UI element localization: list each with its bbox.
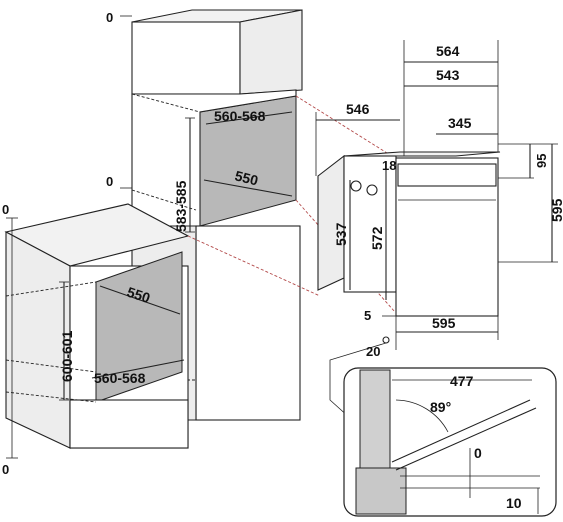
label-door-gap-bottom: 10	[506, 495, 522, 511]
label-door-open-depth: 477	[450, 373, 474, 389]
oven-guide-lines	[187, 95, 396, 313]
column-guide-2	[131, 189, 197, 211]
column-niche-width-dim	[205, 111, 293, 125]
label-under-niche-depth: 550	[125, 284, 152, 307]
oven-vent-hole-2	[366, 184, 378, 196]
column-upper-side	[239, 9, 303, 95]
under-guide-1	[5, 281, 97, 297]
oven-top	[343, 151, 501, 157]
label-oven-body-depth: 543	[436, 67, 460, 83]
label-oven-total-depth: 564	[436, 43, 460, 59]
label-oven-back-depth: 345	[448, 115, 472, 131]
label-column-mid-zero: 0	[106, 174, 113, 189]
column-niche-depth-dim	[203, 179, 293, 197]
inset-door-upper	[391, 399, 531, 463]
under-plinth	[69, 399, 189, 449]
detail-marker	[382, 336, 390, 344]
door-detail-inset	[343, 367, 557, 517]
label-oven-front-height: 572	[369, 226, 385, 250]
oven-control-panel	[397, 163, 497, 187]
label-door-angle: 89°	[430, 399, 451, 415]
detail-leader	[329, 342, 387, 419]
under-niche-width-dim	[91, 359, 185, 379]
label-oven-width: 595	[432, 315, 456, 331]
label-column-top-zero: 0	[106, 10, 113, 25]
label-oven-panel-height: 95	[534, 154, 549, 168]
column-guide-1	[131, 93, 201, 113]
inset-base	[355, 467, 407, 515]
oven-vent-hole	[350, 180, 362, 192]
label-under-top-zero: 0	[2, 202, 9, 217]
under-guide-3	[5, 391, 97, 403]
oven	[315, 40, 558, 419]
label-oven-front-thickness: 20	[366, 344, 380, 359]
label-column-niche-height: 583-585	[173, 180, 189, 232]
inset-wall	[359, 369, 391, 471]
column-lower-front	[195, 225, 301, 421]
inset-door-lower	[395, 407, 537, 471]
label-oven-bottom-offset: 5	[364, 308, 371, 323]
oven-body-side	[343, 155, 397, 293]
under-niche-depth-dim	[99, 285, 181, 315]
under-counter-cabinet	[4, 203, 190, 459]
label-under-niche-width: 560-568	[94, 370, 146, 386]
inset-angle-arc	[395, 399, 449, 433]
label-oven-total-height: 595	[549, 198, 563, 222]
label-door-gap-top: 0	[474, 445, 482, 461]
label-column-niche-width: 560-568	[214, 108, 266, 124]
label-oven-body-height: 537	[333, 222, 349, 246]
label-under-bottom-zero: 0	[2, 462, 9, 477]
label-column-niche-depth: 550	[233, 167, 260, 188]
under-guide-2	[5, 359, 97, 373]
column-upper-front	[131, 21, 241, 95]
label-oven-side-depth: 546	[346, 101, 370, 117]
label-oven-inner-offset: 18	[382, 158, 396, 173]
label-under-niche-height: 600-601	[59, 330, 75, 382]
